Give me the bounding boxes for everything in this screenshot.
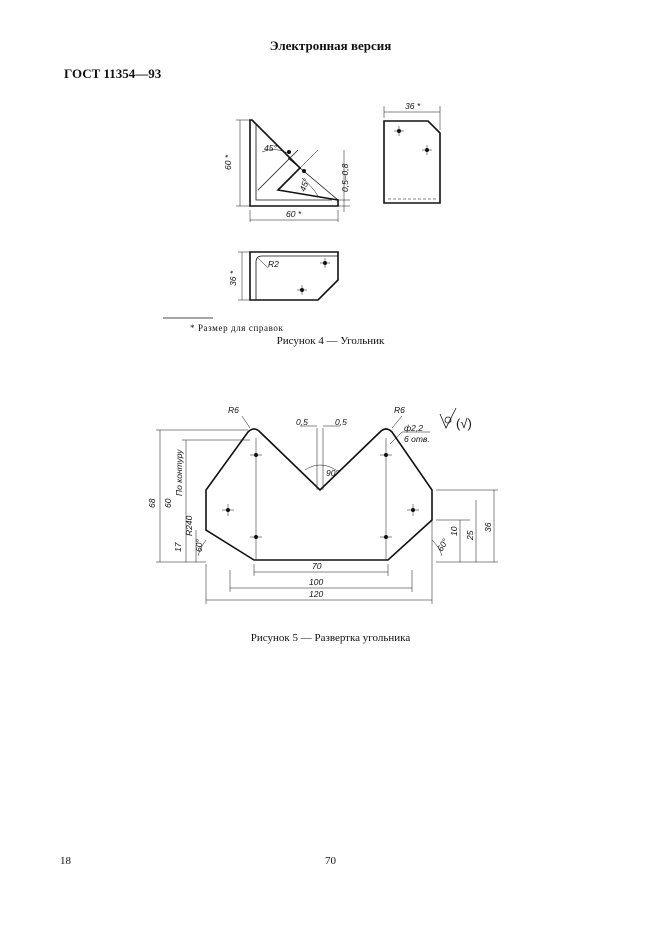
- fig4-dim-height: 60 *: [223, 154, 233, 170]
- page-number-center: 70: [325, 855, 336, 867]
- fig4-dim-thickness: 0,5–0,8: [340, 163, 350, 192]
- fig4-dim-bottom: 36 *: [228, 270, 238, 286]
- fig5-angle-60-right: 60°: [435, 536, 450, 553]
- fig5-dim-60: 60: [163, 498, 173, 508]
- fig5-hole: ф2,2: [404, 423, 423, 433]
- fig5-angle-60-left: 60°: [194, 539, 204, 552]
- fig4-angle-top: 45°: [264, 143, 277, 153]
- fig5-surface-mark: (√): [456, 416, 472, 431]
- figure5-outline: [205, 428, 433, 561]
- doc-code: ГОСТ 11354—93: [64, 66, 162, 81]
- fig5-dim-120: 120: [309, 589, 323, 599]
- fig4-dim-side: 36 *: [405, 101, 421, 111]
- surface-roughness-icon: [439, 407, 457, 429]
- fig4-footnote: * Размер для справок: [190, 323, 284, 333]
- figure5-dimensions: [156, 415, 498, 604]
- fig5-caption: Рисунок 5 — Развертка угольника: [250, 632, 411, 644]
- hole-mark-icon: [302, 169, 306, 173]
- fig4-dim-width: 60 *: [286, 209, 302, 219]
- fig4-angle-mid: 45°: [297, 177, 311, 193]
- fig5-gap-left: 0,5: [296, 417, 308, 427]
- fig5-hole-count: 6 отв.: [404, 434, 430, 444]
- fig5-dim-25: 25: [465, 530, 475, 541]
- fig5-dim-17: 17: [173, 542, 183, 552]
- fig5-dim-70: 70: [312, 561, 322, 571]
- fig5-r6-right: R6: [394, 405, 405, 415]
- fig5-dim-100: 100: [309, 577, 323, 587]
- fig5-dim-36: 36: [483, 522, 493, 532]
- fig5-angle-90: 90°: [326, 468, 339, 478]
- header-title: Электронная версия: [269, 38, 392, 53]
- fig5-r240: R240: [184, 515, 194, 536]
- fig5-r6-left: R6: [228, 405, 239, 415]
- figure4-bottom-view: [238, 251, 339, 301]
- figure4-side-view: [383, 106, 441, 204]
- figure4-front-view: [236, 119, 350, 222]
- fig5-dim-68: 68: [147, 498, 157, 508]
- fig5-dim-10: 10: [449, 526, 459, 536]
- fig5-gap-right: 0,5: [335, 417, 347, 427]
- page-number-left: 18: [60, 855, 71, 867]
- fig4-radius: R2: [268, 259, 279, 269]
- fig4-caption: Рисунок 4 — Угольник: [276, 335, 385, 347]
- fig5-contour: По контуру: [174, 449, 184, 496]
